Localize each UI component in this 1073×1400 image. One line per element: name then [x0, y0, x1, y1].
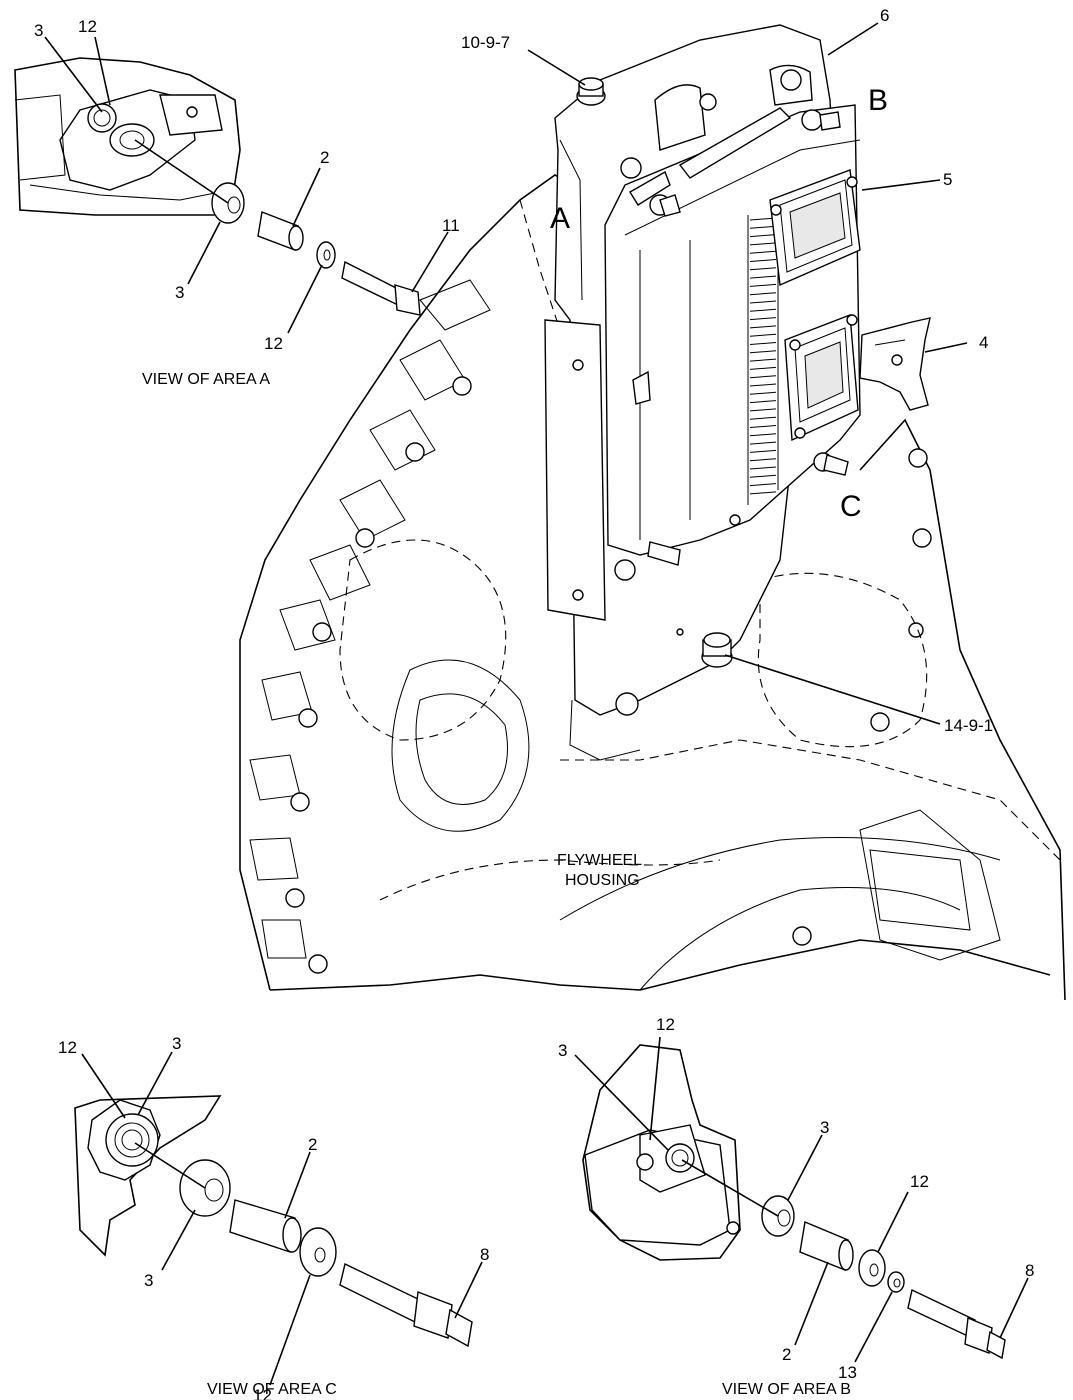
area-letter-a: A: [550, 202, 570, 235]
ecm-fin: [749, 342, 777, 345]
ecm-fin: [749, 433, 777, 437]
ecm-mounting-studs: [647, 109, 849, 566]
ecm-fin: [749, 283, 777, 287]
bracket-top-bolt: [576, 77, 606, 106]
ecm-fin: [749, 308, 777, 312]
ecm-fin: [749, 358, 777, 362]
view-area-c: [74, 1095, 473, 1348]
callout-a-spacer: 2: [320, 148, 329, 167]
callout-clip: 4: [979, 333, 988, 352]
ecm-fin: [749, 366, 777, 370]
callout-c-grommet-bottom: 12: [253, 1386, 272, 1400]
ecm-fin: [749, 491, 777, 495]
callout-c-washer-top: 3: [172, 1034, 181, 1053]
callout-b-bolt: 8: [1025, 1261, 1034, 1280]
ecm-fin: [749, 242, 777, 246]
callout-a-washer-bottom: 3: [175, 283, 184, 302]
callout-a-bolt: 11: [442, 216, 460, 235]
ecm-fin: [749, 275, 777, 279]
area-letter-b: B: [868, 84, 888, 117]
ecm-fin: [749, 250, 777, 254]
ecm-fin: [749, 466, 777, 470]
ecm-fin: [749, 333, 777, 337]
caption-view-a: VIEW OF AREA A: [142, 371, 270, 388]
callout-b-washer-top: 3: [558, 1041, 567, 1060]
ecm-fin: [749, 292, 777, 296]
view-area-a: [14, 57, 421, 316]
callout-c-washer-bottom: 3: [144, 1271, 153, 1290]
ecm-fin: [749, 474, 777, 478]
caption-view-c: VIEW OF AREA C: [207, 1381, 337, 1398]
callout-ecm: 5: [943, 170, 952, 189]
callout-b-grommet-top: 12: [656, 1015, 675, 1034]
ecm-fin: [749, 325, 777, 329]
callout-c-bolt: 8: [480, 1245, 489, 1264]
callout-a-grommet-top: 12: [78, 17, 97, 36]
ecm-fin: [749, 408, 777, 412]
area-letters: A B C: [550, 84, 888, 523]
view-captions: VIEW OF AREA A VIEW OF AREA C VIEW OF AR…: [142, 371, 851, 1398]
ecm-fin: [749, 225, 777, 229]
housing-bolt: [701, 632, 733, 668]
callout-b-spacer: 2: [782, 1345, 791, 1364]
bracket-lower-bolts: [614, 559, 639, 716]
ecm-fin: [749, 234, 777, 238]
callout-a-grommet-bottom: 12: [264, 334, 283, 353]
housing-label: FLYWHEEL HOUSING: [557, 852, 642, 889]
ecm-fin: [749, 317, 777, 321]
ecm-connector-lower: [784, 314, 859, 442]
ecm-fin: [749, 391, 777, 395]
ecm-fin: [749, 425, 777, 428]
ecm-fin: [749, 416, 777, 420]
ecm-cooling-fins: [749, 217, 777, 495]
ecm-fin: [749, 458, 777, 462]
flywheel-housing: [239, 174, 1066, 1001]
ecm-fin: [749, 449, 777, 453]
ecm-fin: [749, 267, 777, 271]
callout-b-washer-small: 13: [838, 1363, 857, 1382]
ecm-fin: [749, 375, 777, 379]
housing-label-line1: FLYWHEEL: [557, 852, 642, 869]
ecm-fin: [749, 441, 777, 445]
harness-clip: [859, 317, 931, 411]
flange-bolts: [285, 376, 932, 974]
callout-labels: 10-9-7 6 5 4 14-9-1 3 12 2 11 3 12 12 3 …: [34, 6, 1034, 1400]
callout-housing-bolt: 14-9-1: [944, 716, 993, 735]
housing-flange-ribs: [249, 279, 491, 959]
callout-top-bolt: 10-9-7: [461, 33, 510, 52]
callout-c-spacer: 2: [308, 1135, 317, 1154]
callout-b-washer-mid: 3: [820, 1118, 829, 1137]
ecm-fin: [749, 350, 777, 354]
area-letter-c: C: [840, 490, 862, 523]
caption-view-b: VIEW OF AREA B: [722, 1381, 851, 1398]
leader-lines: [44, 22, 1029, 1386]
ecm-fin: [749, 259, 777, 262]
ecm-fin: [749, 400, 777, 404]
ecm-fin: [749, 383, 777, 387]
callout-b-grommet-mid: 12: [910, 1172, 929, 1191]
ecm-fin: [749, 483, 777, 487]
callout-a-washer-top: 3: [34, 21, 43, 40]
view-area-b: [582, 1044, 1006, 1360]
callout-c-grommet-top: 12: [58, 1038, 77, 1057]
ecm-connector-upper: [769, 169, 861, 287]
callout-bracket: 6: [880, 6, 889, 25]
electronic-control-module: [604, 104, 861, 566]
housing-label-line2: HOUSING: [565, 872, 640, 889]
ecm-fin: [749, 300, 777, 304]
